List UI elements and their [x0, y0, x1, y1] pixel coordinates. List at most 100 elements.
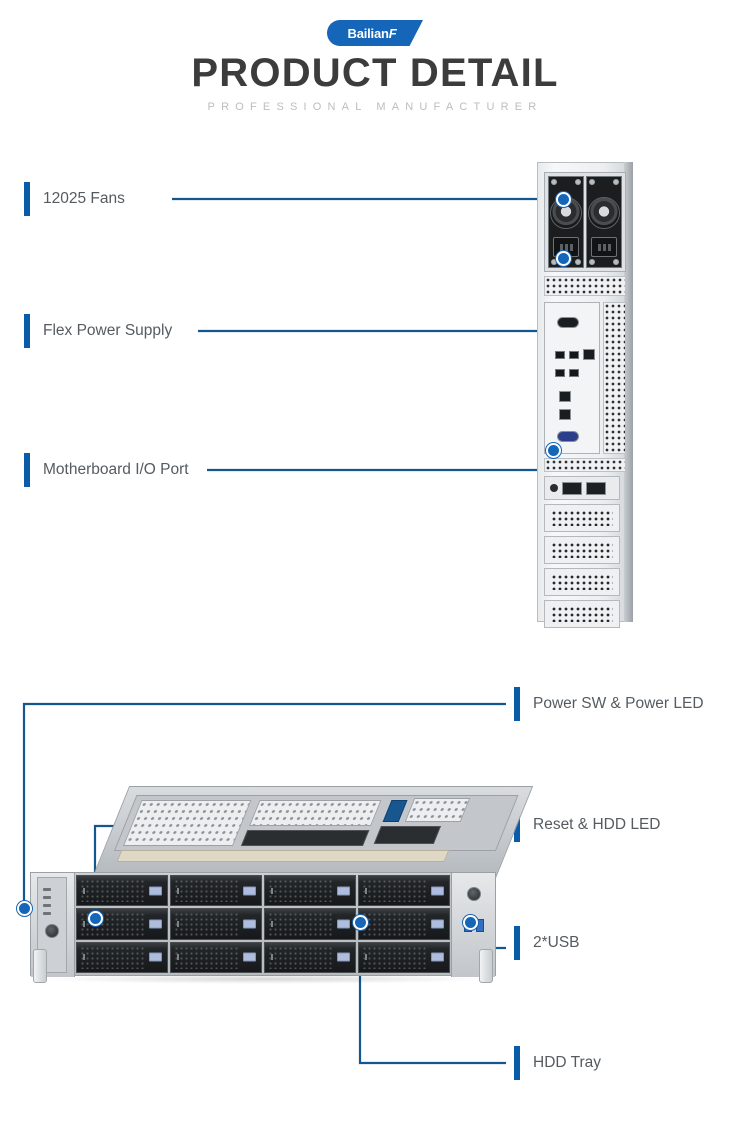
usb-port-icon [569, 351, 579, 359]
callout-hdd-tray: HDD Tray [514, 1046, 601, 1080]
callout-dot-fans [556, 192, 571, 207]
callout-label: Flex Power Supply [43, 322, 173, 340]
callout-flex-power-supply: Flex Power Supply [24, 314, 172, 348]
tray-latch-handle [243, 952, 256, 962]
rack-ear-handle[interactable] [33, 949, 47, 983]
ethernet-port-icon [583, 349, 595, 360]
sfp-port-icon [562, 481, 582, 495]
thumbscrew-icon [550, 484, 558, 492]
callout-label: Reset & HDD LED [533, 816, 661, 834]
callout-accent-bar [24, 453, 30, 487]
usb-port-icon [569, 369, 579, 377]
tray-led-icon [177, 920, 179, 927]
power-supply-module-2 [586, 176, 622, 268]
usb-port-icon [555, 369, 565, 377]
psu-ac-socket [591, 237, 617, 257]
tray-latch-handle [337, 886, 350, 896]
tray-latch-handle [337, 919, 350, 929]
callout-accent-bar [514, 687, 520, 721]
rear-vent-band [544, 276, 626, 296]
psu-screw-icon [551, 179, 557, 185]
serial-port-icon [557, 317, 579, 328]
front-right-rack-ear [451, 873, 495, 983]
callout-dot-reset [88, 911, 103, 926]
server-front-view-image [30, 786, 534, 984]
hdd-tray[interactable] [170, 908, 262, 940]
hdd-bay-grid [76, 875, 450, 973]
hdd-tray[interactable] [264, 941, 356, 973]
rack-ear-handle[interactable] [479, 949, 493, 983]
psu-screw-icon [613, 179, 619, 185]
hdd-tray[interactable] [264, 908, 356, 940]
ethernet-port-icon [559, 409, 571, 420]
page-header: BailianF PRODUCT DETAIL PROFESSIONAL MAN… [0, 0, 750, 130]
hdd-activity-led-icon [43, 912, 51, 915]
tray-latch-handle [431, 886, 444, 896]
rear-side-vent [603, 302, 626, 454]
vga-port-icon [557, 431, 579, 442]
pcie-slot-bracket [544, 504, 620, 532]
rear-chassis-inner [541, 166, 626, 628]
callout-label: Power SW & Power LED [533, 695, 704, 713]
network-module-row [544, 476, 620, 500]
chassis-interior [113, 795, 519, 862]
tray-latch-handle [243, 919, 256, 929]
psu-screw-icon [589, 179, 595, 185]
callout-label: HDD Tray [533, 1054, 602, 1072]
front-control-panel [37, 877, 67, 973]
hdd-tray[interactable] [264, 875, 356, 907]
tray-led-icon [83, 954, 85, 961]
hdd-tray[interactable] [76, 875, 168, 907]
tray-latch-handle [431, 919, 444, 929]
callout-dot-power-sw [17, 901, 32, 916]
tray-latch-handle [243, 886, 256, 896]
interior-cable-area [240, 830, 370, 846]
callout-dot-usb [463, 915, 478, 930]
motherboard-io-panel [544, 302, 600, 454]
callout-fans: 12025 Fans [24, 182, 125, 216]
hdd-tray[interactable] [170, 941, 262, 973]
front-left-rack-ear [31, 873, 75, 983]
psu-screw-icon [589, 259, 595, 265]
hdd-tray[interactable] [358, 941, 450, 973]
brand-logo-mark: F [388, 25, 397, 41]
pcie-slot-bracket [544, 536, 620, 564]
hdd-tray[interactable] [76, 941, 168, 973]
callout-accent-bar [514, 926, 520, 960]
brand-logo-badge: BailianF [327, 20, 423, 46]
hdd-tray[interactable] [170, 875, 262, 907]
pcie-slot-stack [544, 504, 620, 628]
chassis-drop-shadow [40, 974, 490, 984]
tray-latch-handle [149, 919, 162, 929]
callout-label: 2*USB [533, 934, 580, 952]
callout-accent-bar [24, 182, 30, 216]
interior-blue-bracket [382, 800, 408, 822]
page-title: PRODUCT DETAIL [191, 51, 559, 95]
usb-port-icon [555, 351, 565, 359]
callout-label: Motherboard I/O Port [43, 461, 189, 479]
status-led-icon [43, 896, 51, 899]
reset-button[interactable] [466, 887, 481, 901]
hdd-tray[interactable] [358, 908, 450, 940]
interior-fan-wall-mesh [249, 800, 382, 826]
interior-air-shroud-mesh [122, 800, 252, 846]
tray-led-icon [271, 954, 273, 961]
psu-screw-icon [613, 259, 619, 265]
hdd-tray[interactable] [358, 875, 450, 907]
interior-rear-vent [404, 798, 471, 822]
sfp-port-icon [586, 481, 606, 495]
brand-logo-text: BailianF [347, 25, 397, 41]
callout-accent-bar [514, 1046, 520, 1080]
psu-fan-icon [588, 197, 620, 229]
power-switch-button[interactable] [45, 924, 59, 938]
callout-accent-bar [24, 314, 30, 348]
status-led-icon [43, 904, 51, 907]
tray-led-icon [365, 887, 367, 894]
tray-latch-handle [337, 952, 350, 962]
tray-latch-handle [149, 886, 162, 896]
chassis-front-face [30, 872, 496, 983]
tray-led-icon [83, 887, 85, 894]
interior-riser-module [373, 826, 442, 844]
pcie-slot-bracket [544, 568, 620, 596]
